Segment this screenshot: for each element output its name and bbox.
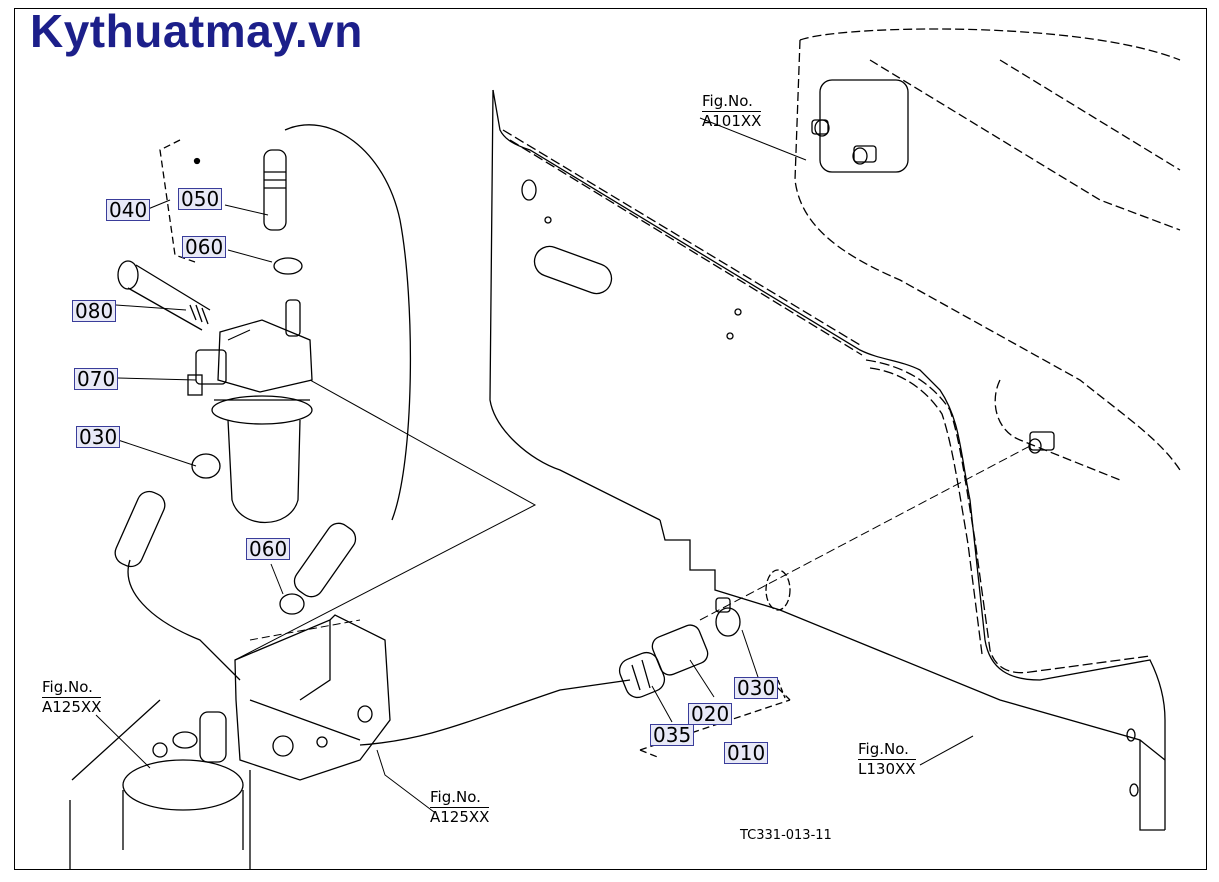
part-label-060-upper[interactable]: 060	[182, 236, 227, 258]
fig-ref-code: A125XX	[42, 697, 102, 716]
tank-port-fittings	[811, 79, 1055, 454]
part-label-010[interactable]: 010	[724, 742, 769, 764]
guide-lines	[227, 329, 1031, 661]
fig-ref-code: A125XX	[430, 807, 490, 826]
lower-hose-assembly	[359, 597, 791, 759]
fig-ref-a125-left[interactable]: Fig.No. A125XX	[42, 678, 102, 717]
brand-watermark: Kythuatmay.vn	[30, 5, 363, 57]
fig-ref-label: Fig.No.	[430, 788, 481, 806]
fig-ref-a125-bottom[interactable]: Fig.No. A125XX	[430, 788, 490, 827]
drawing-frame	[14, 8, 1207, 870]
part-label-030-right[interactable]: 030	[734, 677, 779, 699]
fig-ref-l130[interactable]: Fig.No. L130XX	[858, 740, 916, 779]
frame-panel	[489, 89, 1166, 831]
drawing-code: TC331-013-11	[740, 828, 832, 843]
fig-ref-a101[interactable]: Fig.No. A101XX	[702, 92, 762, 131]
part-label-020[interactable]: 020	[688, 703, 733, 725]
fig-ref-label: Fig.No.	[702, 92, 753, 110]
pump-bracket	[69, 614, 391, 870]
fig-ref-code: A101XX	[702, 111, 762, 130]
fuel-tank	[794, 28, 1181, 481]
part-label-080[interactable]: 080	[72, 300, 117, 322]
leader-lines	[95, 117, 974, 813]
fuel-filter-assembly	[114, 124, 412, 681]
fig-ref-label: Fig.No.	[858, 740, 909, 758]
part-label-030-left[interactable]: 030	[76, 426, 121, 448]
part-label-040[interactable]: 040	[106, 199, 151, 221]
part-label-070[interactable]: 070	[74, 368, 119, 390]
part-label-035[interactable]: 035	[650, 724, 695, 746]
fig-ref-code: L130XX	[858, 759, 916, 778]
part-label-050[interactable]: 050	[178, 188, 223, 210]
fig-ref-label: Fig.No.	[42, 678, 93, 696]
part-label-060-lower[interactable]: 060	[246, 538, 291, 560]
